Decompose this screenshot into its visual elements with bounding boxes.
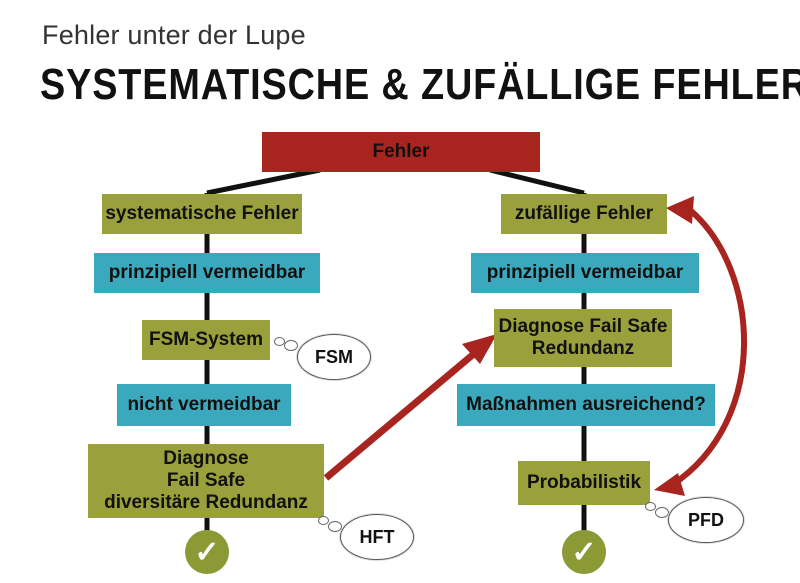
check-glyph: ✓ bbox=[194, 535, 220, 569]
curved-arrowhead-bottom bbox=[654, 473, 685, 496]
right-node-label: Diagnose Fail Safe bbox=[498, 316, 668, 337]
left-node-label: systematische Fehler bbox=[105, 203, 299, 224]
bubble-hft: HFT bbox=[340, 514, 414, 560]
right-node-measures-sufficient: Maßnahmen ausreichend? bbox=[457, 384, 715, 426]
left-node-label: Diagnose bbox=[163, 448, 249, 469]
left-node-fsm-system: FSM-System bbox=[142, 320, 270, 360]
root-node: Fehler bbox=[262, 132, 540, 172]
right-node-label: prinzipiell vermeidbar bbox=[486, 262, 684, 283]
bubble-pfd-label: PFD bbox=[688, 509, 724, 530]
page-subtitle: Fehler unter der Lupe bbox=[42, 20, 306, 50]
right-node-probabilistic: Probabilistik bbox=[518, 461, 650, 505]
bubble-dot bbox=[284, 340, 298, 351]
bubble-dot bbox=[328, 521, 342, 532]
root-label: Fehler bbox=[372, 141, 430, 162]
left-node-avoidable: prinzipiell vermeidbar bbox=[94, 253, 320, 293]
left-node-systematic-errors: systematische Fehler bbox=[102, 194, 302, 234]
right-node-diagnose: Diagnose Fail Safe Redundanz bbox=[494, 309, 672, 367]
bubble-fsm: FSM bbox=[297, 334, 371, 380]
left-check-icon: ✓ bbox=[185, 530, 229, 574]
bubble-hft-label: HFT bbox=[359, 526, 395, 547]
check-glyph: ✓ bbox=[571, 535, 597, 569]
branch-right-line bbox=[489, 167, 585, 196]
bubble-dot bbox=[655, 507, 669, 518]
bubble-pfd: PFD bbox=[668, 497, 744, 543]
left-node-label: FSM-System bbox=[148, 329, 264, 350]
right-node-label: Redundanz bbox=[531, 338, 635, 359]
left-node-label: Fail Safe bbox=[166, 470, 246, 491]
left-node-label: nicht vermeidbar bbox=[127, 394, 281, 415]
page-title: SYSTEMATISCHE & ZUFÄLLIGE FEHLER bbox=[40, 60, 800, 109]
right-node-avoidable: prinzipiell vermeidbar bbox=[471, 253, 699, 293]
left-node-label: diversitäre Redundanz bbox=[104, 492, 308, 513]
curved-arrow bbox=[670, 207, 747, 488]
bubble-dot bbox=[645, 502, 656, 511]
right-node-label: zufällige Fehler bbox=[514, 203, 654, 224]
right-check-icon: ✓ bbox=[562, 530, 606, 574]
curved-arrowhead-top bbox=[666, 196, 694, 224]
right-node-random-errors: zufällige Fehler bbox=[501, 194, 667, 234]
diagonal-arrow bbox=[323, 344, 485, 481]
bubble-dot bbox=[318, 516, 329, 525]
right-node-label: Probabilistik bbox=[526, 472, 642, 493]
diagonal-arrowhead bbox=[462, 334, 497, 364]
right-node-label: Maßnahmen ausreichend? bbox=[466, 394, 706, 415]
left-node-not-avoidable: nicht vermeidbar bbox=[117, 384, 291, 426]
branch-left-line bbox=[206, 167, 321, 196]
left-node-label: prinzipiell vermeidbar bbox=[108, 262, 306, 283]
left-node-diagnose: Diagnose Fail Safe diversitäre Redundanz bbox=[88, 444, 324, 518]
bubble-fsm-label: FSM bbox=[315, 346, 353, 367]
